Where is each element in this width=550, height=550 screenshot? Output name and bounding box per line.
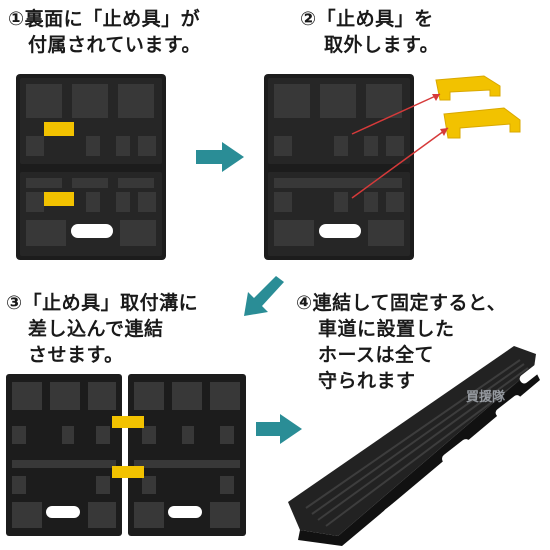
- ramps-connected-with-stoppers: [6, 374, 246, 536]
- step4-line-2: 車道に設置した: [318, 318, 455, 340]
- step3-line-3: させます。: [28, 344, 124, 366]
- arrow-right-icon-2: [256, 414, 302, 444]
- assembled-hose-protector-ramp: [282, 340, 544, 546]
- step2-caption: ②「止め具」を 取外します。: [300, 6, 439, 58]
- ramp-back-with-stoppers: [16, 74, 166, 260]
- step1-line-2: 付属されています。: [28, 34, 202, 56]
- step3-line-2: 差し込んで連結: [28, 318, 164, 340]
- step4-line-4: 守られます: [318, 370, 416, 392]
- step3-caption: ③「止め具」取付溝に 差し込んで連結 させます。: [6, 290, 198, 368]
- step3-line-1: ③「止め具」取付溝に: [6, 292, 199, 314]
- step4-caption: ④連結して固定すると、 車道に設置した ホースは全て 守られます: [296, 290, 506, 394]
- ramp-back-stoppers-removed: [264, 74, 524, 260]
- watermark: 買援隊: [466, 390, 506, 405]
- step4-line-1: ④連結して固定すると、: [296, 292, 507, 314]
- step1-line-1: ①裏面に「止め具」が: [8, 8, 201, 30]
- step2-line-1: ②「止め具」を: [300, 8, 434, 30]
- step4-line-3: ホースは全て: [318, 344, 435, 366]
- arrow-down-left-icon: [244, 276, 284, 316]
- arrow-right-icon: [196, 142, 244, 172]
- step2-line-2: 取外します。: [324, 34, 440, 56]
- step1-caption: ①裏面に「止め具」が 付属されています。: [8, 6, 201, 58]
